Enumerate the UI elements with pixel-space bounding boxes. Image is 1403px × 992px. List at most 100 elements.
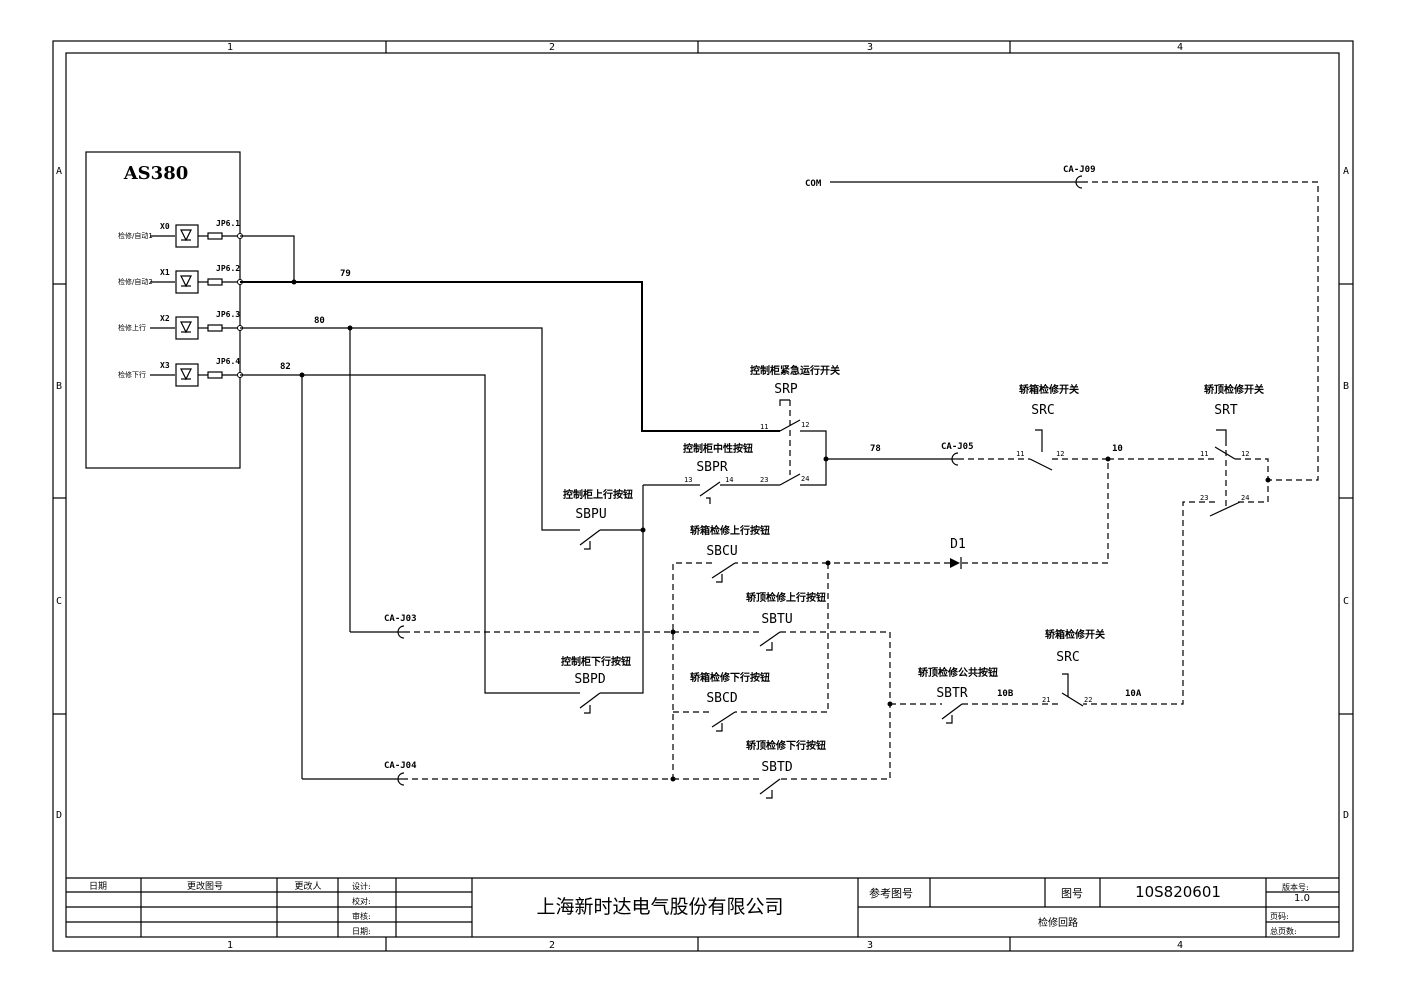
wire-labels: 79 80 82 78 10 10B 10A COM [280, 179, 1142, 699]
wire-label: 80 [314, 316, 325, 326]
optocoupler-icon [175, 224, 199, 248]
col-label: 4 [1177, 940, 1183, 951]
component-code: SRT [1214, 403, 1238, 418]
row-label: B [1343, 381, 1349, 392]
sbcu-button: 轿箱检修上行按钮 SBCU [690, 524, 770, 583]
optocoupler-icon [175, 316, 199, 340]
component-code: SBTD [761, 760, 792, 775]
connector-label: CA-J04 [384, 761, 417, 771]
drawing-title: 检修回路 [1038, 916, 1078, 929]
jumper-label: JP6.1 [216, 219, 240, 228]
tb-date-header: 日期 [89, 881, 107, 892]
drawing-number: 10S820601 [1135, 883, 1221, 901]
component-code: SRP [774, 382, 798, 397]
input-x2: 检修上行 X2 JP6.3 [118, 310, 243, 340]
tb-changer-header: 更改人 [294, 880, 321, 892]
sbtd-button: 轿顶检修下行按钮 SBTD [746, 739, 826, 799]
input-terminal: X3 [160, 361, 170, 370]
diode-icon [950, 558, 960, 568]
sbpd-button: 控制柜下行按钮 SBPD [561, 655, 631, 714]
wire-label: 78 [870, 444, 881, 454]
component-code: SBPR [696, 460, 727, 475]
srt-switch: 轿顶检修开关 SRT 11 12 23 24 [1200, 383, 1264, 517]
pin-label: 12 [1241, 450, 1249, 458]
component-code: SBCD [706, 691, 737, 706]
wire-label: 10A [1125, 689, 1142, 699]
input-x3: 检修下行 X3 JP6.4 [118, 357, 243, 387]
jumper-label: JP6.2 [216, 264, 240, 273]
row-label: D [56, 810, 62, 821]
col-label: 1 [227, 42, 233, 53]
component-code: SRC [1031, 403, 1054, 418]
component-title: 控制柜中性按钮 [683, 442, 753, 455]
pin-label: 12 [1056, 450, 1064, 458]
pin-label: 11 [1200, 450, 1208, 458]
component-title: 轿顶检修下行按钮 [746, 739, 826, 752]
connector-caj05: CA-J05 [941, 442, 974, 466]
jumper-label: JP6.3 [216, 310, 240, 319]
pin-label: 21 [1042, 696, 1050, 704]
component-title: 轿箱检修开关 [1045, 628, 1105, 641]
row-label: A [56, 166, 62, 177]
component-title: 控制柜下行按钮 [561, 655, 631, 668]
component-code: SBTR [936, 686, 967, 701]
title-block: 日期 更改图号 更改人 设计: 校对: 审核: 日期: 上海新时达电气股份有限公… [66, 877, 1339, 937]
tb-ref-label: 参考图号 [869, 886, 913, 900]
tb-check: 校对: [352, 896, 371, 906]
sbtu-button: 轿顶检修上行按钮 SBTU [746, 591, 826, 651]
wire-label: 10 [1112, 444, 1123, 454]
component-code: SBTU [761, 612, 792, 627]
pin-label: 11 [760, 423, 768, 431]
wire-label: 10B [997, 689, 1014, 699]
input-label: 检修下行 [118, 370, 146, 379]
wire-label: 82 [280, 362, 291, 372]
frame-row-labels: A B C D A B C D [56, 166, 1349, 821]
col-label: 1 [227, 940, 233, 951]
row-label: A [1343, 166, 1349, 177]
sbpu-button: 控制柜上行按钮 SBPU [563, 488, 633, 550]
resistor-icon [207, 324, 223, 332]
pin-label: 22 [1084, 696, 1092, 704]
sbpr-button: 控制柜中性按钮 SBPR 13 14 [683, 442, 753, 504]
component-title: 控制柜紧急运行开关 [750, 364, 840, 377]
input-label: 检修上行 [118, 323, 146, 332]
connector-label: CA-J09 [1063, 165, 1096, 175]
resistor-icon [207, 371, 223, 379]
component-code: SBPU [575, 507, 606, 522]
optocoupler-icon [175, 270, 199, 294]
tb-design: 设计: [352, 881, 371, 891]
tb-drawing-no-label: 图号 [1061, 887, 1083, 900]
tb-total-label: 总页数: [1270, 926, 1297, 936]
input-x0: 检修/自动1 X0 JP6.1 [118, 219, 243, 248]
input-label: 检修/自动2 [118, 277, 153, 286]
row-label: C [56, 596, 62, 607]
pin-label: 24 [1241, 494, 1249, 502]
col-label: 3 [867, 42, 873, 53]
pin-label: 23 [1200, 494, 1208, 502]
tb-date2: 日期: [352, 927, 371, 936]
dashed-wiring [404, 181, 1319, 782]
row-label: C [1343, 596, 1349, 607]
row-label: D [1343, 810, 1349, 821]
jumper-label: JP6.4 [216, 357, 240, 366]
input-terminal: X0 [160, 222, 170, 231]
component-title: 控制柜上行按钮 [563, 488, 633, 501]
component-code: D1 [950, 537, 966, 552]
as380-controller: AS380 [85, 151, 241, 469]
pin-label: 23 [760, 476, 768, 484]
input-x1: 检修/自动2 X1 JP6.2 [118, 264, 243, 294]
pin-label: 13 [684, 476, 692, 484]
pin-label: 24 [801, 475, 809, 483]
component-code: SBPD [574, 672, 605, 687]
tb-page-label: 页码: [1270, 912, 1289, 921]
connector-caj09: CA-J09 [1063, 165, 1096, 189]
company-name: 上海新时达电气股份有限公司 [536, 896, 783, 918]
resistor-icon [207, 278, 223, 286]
input-label: 检修/自动1 [118, 231, 153, 240]
component-title: 轿箱检修下行按钮 [690, 671, 770, 684]
sbcd-button: 轿箱检修下行按钮 SBCD [690, 671, 770, 732]
frame-column-labels: 1 2 3 4 1 2 3 4 [227, 42, 1183, 951]
col-label: 2 [549, 940, 555, 951]
col-label: 2 [549, 42, 555, 53]
